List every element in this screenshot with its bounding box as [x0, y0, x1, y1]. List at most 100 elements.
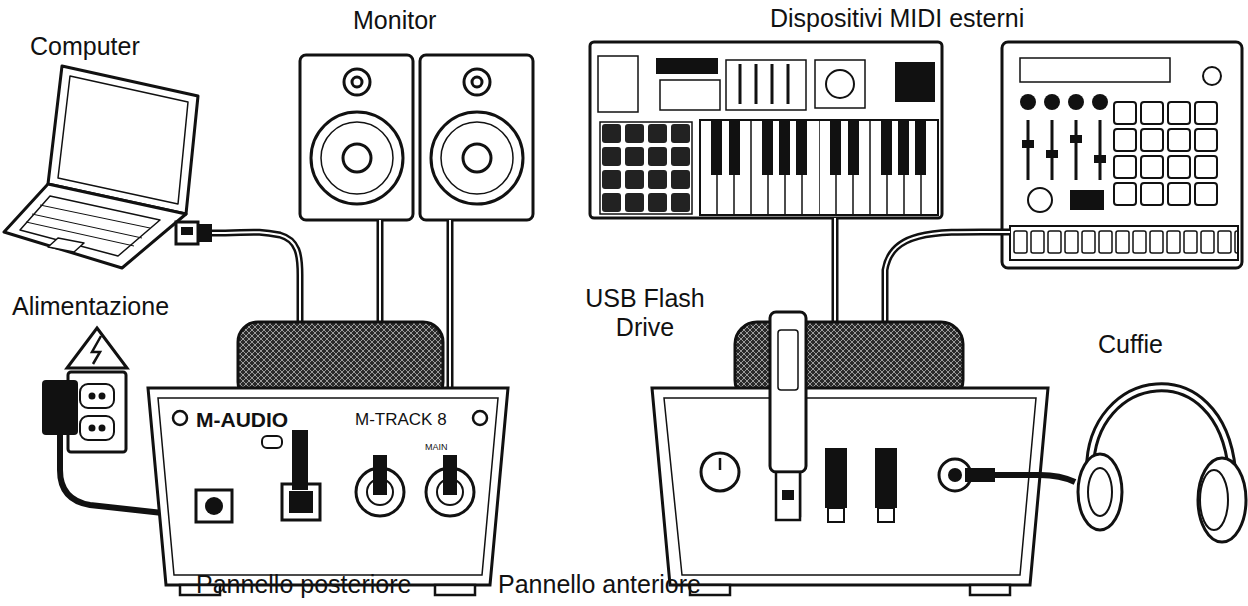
- midi-pad-controller-part: [1070, 135, 1082, 143]
- midi-keyboard-part: [590, 42, 942, 218]
- midi-pad-controller-part: [1092, 94, 1108, 110]
- front-panel-device-part: [948, 468, 962, 482]
- midi-pad-controller-part: [1020, 58, 1170, 82]
- panel-label: Pannello anteriore: [498, 570, 701, 599]
- studio-monitors-part: [463, 144, 491, 172]
- device-label: Computer: [30, 32, 140, 61]
- midi-keyboard-part: [895, 62, 935, 102]
- studio-monitors: [300, 55, 533, 220]
- rear-panel-device-part: [262, 436, 282, 448]
- usb-cable-part: [176, 222, 198, 244]
- power-outlet-part: [92, 336, 101, 364]
- device-label: Dispositivi MIDI esterni: [770, 4, 1024, 33]
- headphones-part: [965, 468, 995, 482]
- midi-pad-controller-part: [1020, 94, 1036, 110]
- rear-panel-device-part: [205, 497, 223, 515]
- midi-keyboard-part: [660, 80, 720, 110]
- port-label: MAIN: [425, 442, 448, 452]
- laptop-part: [4, 184, 186, 268]
- rear-panel-device-part: [148, 388, 508, 585]
- laptop-part: [20, 196, 160, 256]
- usb-flash-drive-part: [778, 330, 798, 390]
- studio-monitors-part: [441, 122, 513, 194]
- midi-pad-controller-part: [1203, 67, 1221, 85]
- midi-pad-controller-part: [1094, 155, 1106, 163]
- midi-pad-controller-part: [1070, 190, 1104, 210]
- panel-label: Pannello posteriore: [196, 570, 411, 599]
- midi-keyboard-part: [700, 120, 938, 215]
- device-label: Cuffie: [1098, 330, 1163, 359]
- front-panel-device-part: [652, 388, 1048, 585]
- headphones: [965, 387, 1246, 542]
- laptop-part: [58, 76, 188, 204]
- device-label: Monitor: [353, 6, 436, 35]
- studio-monitors-part: [464, 69, 490, 95]
- power-outlet-part: [90, 426, 94, 430]
- headphones-part: [1200, 470, 1228, 530]
- rear-panel-device-part: [158, 398, 498, 575]
- front-panel-device: [652, 322, 1048, 595]
- usb-flash-drive-part: [782, 490, 794, 500]
- usb-flash-drive-part: [770, 312, 806, 472]
- studio-monitors-part: [352, 77, 362, 87]
- studio-monitors-part: [431, 112, 523, 204]
- device-label: Alimentazione: [12, 292, 169, 321]
- rear-panel-device-part: [196, 490, 232, 522]
- studio-monitors-part: [420, 55, 533, 220]
- midi-keyboard: [590, 42, 942, 218]
- rear-panel-device-part: [443, 455, 457, 495]
- power-outlet-part: [100, 394, 104, 398]
- power-adapter-part: [42, 380, 78, 435]
- studio-monitors-part: [343, 144, 371, 172]
- power-outlet-part: [67, 328, 127, 368]
- midi-keyboard-part: [600, 122, 692, 214]
- studio-monitors-part: [472, 77, 482, 87]
- midi-keyboard-part: [826, 70, 854, 98]
- front-panel-device-part: [825, 448, 847, 508]
- rear-panel-device-part: [289, 491, 313, 513]
- midi-keyboard-part: [815, 60, 865, 108]
- rear-panel-device-part: [173, 411, 187, 425]
- midi-pad-controller-part: [1022, 140, 1034, 148]
- front-panel-device-part: [878, 508, 894, 522]
- usb-flash-drive: [770, 312, 806, 520]
- midi-pad-controller: [1002, 42, 1242, 268]
- laptop-part: [26, 205, 150, 246]
- front-panel-device-part: [664, 398, 1036, 575]
- power-outlet-part: [80, 416, 114, 440]
- midi-keyboard-part: [598, 56, 638, 112]
- midi-keyboard-part: [740, 64, 788, 104]
- midi-pad-controller-part: [1002, 42, 1242, 268]
- usb-cable-part: [198, 224, 212, 242]
- midi-pad-controller-part: [1046, 150, 1058, 158]
- rear-panel-device-part: [292, 430, 308, 490]
- studio-monitors-part: [300, 55, 413, 220]
- midi-pad-controller-part: [1112, 100, 1220, 208]
- front-panel-device-part: [970, 585, 1010, 595]
- rear-panel-device-part: [373, 455, 387, 495]
- power-outlet-part: [100, 426, 104, 430]
- model-label: M-TRACK 8: [355, 410, 447, 430]
- brand-label: M-AUDIO: [196, 408, 288, 432]
- headphones-part: [1078, 454, 1122, 530]
- power-outlet-part: [90, 394, 94, 398]
- studio-monitors-part: [311, 112, 403, 204]
- usb-flash-drive-part: [776, 472, 800, 520]
- midi-pad-controller-part: [1068, 94, 1084, 110]
- midi-pad-controller-part: [1044, 94, 1060, 110]
- rear-panel-device-part: [473, 411, 487, 425]
- midi-keyboard-part: [656, 58, 718, 74]
- rear-panel-device-part: [435, 585, 475, 595]
- front-panel-device-part: [701, 453, 739, 491]
- device-label: USB Flash Drive: [560, 284, 730, 342]
- power-outlet-part: [80, 384, 114, 408]
- studio-monitors-part: [321, 122, 393, 194]
- laptop: [4, 66, 198, 268]
- midi-pad-controller-part: [1010, 226, 1238, 260]
- headphones-part: [1198, 458, 1246, 542]
- headphones-part: [1088, 468, 1112, 516]
- front-panel-device-part: [828, 508, 844, 522]
- midi-keyboard-part: [726, 60, 806, 110]
- midi-pad-controller-part: [1028, 188, 1052, 212]
